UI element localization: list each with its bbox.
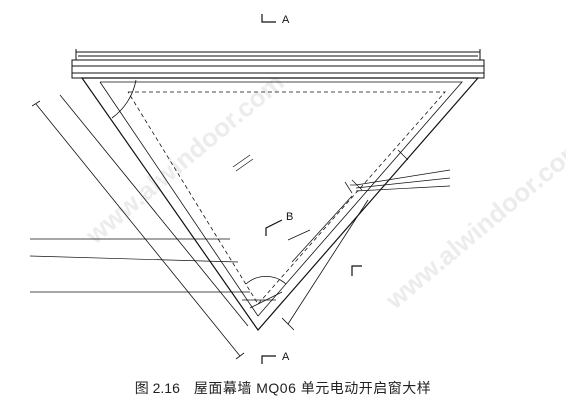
section-mark-middle	[265, 219, 283, 236]
section-mark-top-label: A	[282, 14, 290, 26]
triangle-window	[80, 77, 480, 331]
section-mark-bottom-label: A	[282, 351, 290, 363]
caption-title: 屋面幕墙 MQ06 单元电动开启窗大样	[193, 380, 432, 396]
watermark-left: www.alwindoor.com	[79, 67, 290, 251]
top-frame	[71, 49, 485, 79]
right-callouts	[344, 169, 451, 194]
section-mark-top	[261, 14, 276, 23]
section-mark-middle-label: B	[286, 211, 293, 223]
right-dimensions	[281, 149, 409, 331]
left-dimensions	[31, 94, 249, 360]
section-mark-bottom	[261, 355, 276, 364]
left-callouts	[29, 238, 250, 293]
figure-caption: 图 2.16 屋面幕墙 MQ06 单元电动开启窗大样	[0, 373, 566, 403]
caption-number: 图 2.16	[134, 380, 180, 396]
watermark-group: www.alwindoor.com www.alwindoor.com	[79, 67, 566, 316]
section-mark-right	[351, 265, 362, 276]
